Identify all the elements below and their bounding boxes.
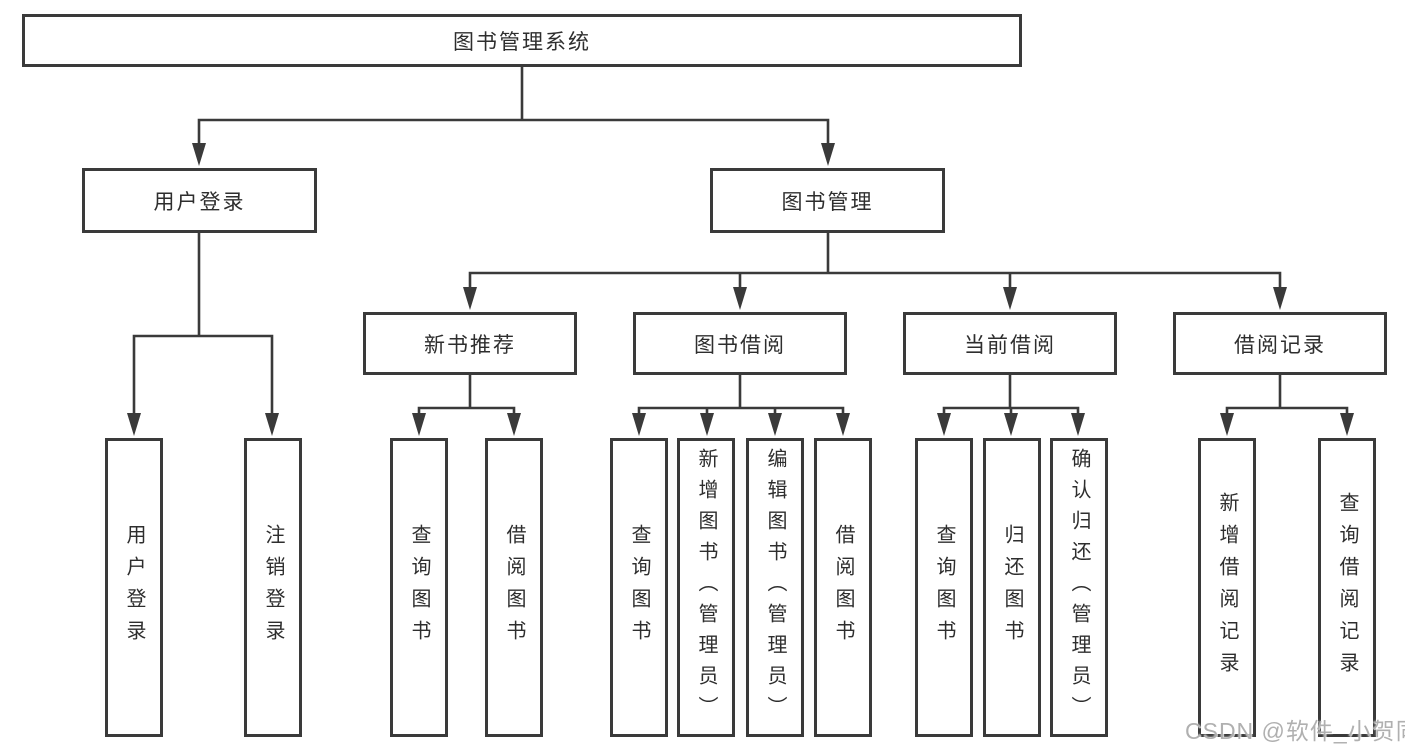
node-label: 用户登录	[153, 190, 246, 214]
node-new-book-recommend: 新书推荐	[363, 312, 577, 375]
node-book-management-system: 图书管理系统	[22, 14, 1022, 67]
leaf-query-borrow-record: 查询借阅记录	[1318, 438, 1376, 737]
leaf-recommend-query-books: 查询图书	[390, 438, 448, 737]
leaf-return-books: 归还图书	[983, 438, 1041, 737]
arrowheads-borrowing-records	[1220, 413, 1354, 436]
leaf-user-login: 用户登录	[105, 438, 163, 737]
arrowheads-level2	[192, 143, 835, 166]
node-book-management: 图书管理	[710, 168, 945, 233]
leaf-borrowing-query-books: 查询图书	[610, 438, 668, 737]
leaf-add-borrow-record: 新增借阅记录	[1198, 438, 1256, 737]
node-label: 当前借阅	[964, 333, 1056, 357]
arrowheads-new-book-recommend	[412, 413, 521, 436]
node-current-borrowing: 当前借阅	[903, 312, 1117, 375]
connector-borrowing-records-to-leaves	[1225, 373, 1349, 417]
leaf-label: 注销登录	[262, 523, 284, 652]
leaf-logout: 注销登录	[244, 438, 302, 737]
leaf-label: 用户登录	[123, 523, 145, 652]
node-label: 图书管理	[781, 190, 874, 214]
node-label: 借阅记录	[1234, 333, 1326, 357]
leaf-label: 编辑图书（管理员）	[764, 448, 786, 727]
leaf-label: 确认归还（管理员）	[1068, 448, 1090, 727]
leaf-label: 借阅图书	[503, 523, 525, 652]
node-label: 新书推荐	[424, 333, 516, 357]
leaf-edit-books-admin: 编辑图书（管理员）	[746, 438, 804, 737]
leaf-label: 借阅图书	[832, 523, 854, 652]
leaf-label: 查询图书	[933, 523, 955, 652]
connector-book-borrowing-to-leaves	[637, 373, 845, 417]
leaf-borrowing-borrow-books: 借阅图书	[814, 438, 872, 737]
connector-user-login-to-leaves	[132, 231, 274, 416]
node-label: 图书管理系统	[453, 30, 591, 54]
connector-root-to-level2	[197, 65, 830, 150]
leaf-label: 查询图书	[628, 523, 650, 652]
arrowheads-current-borrowing	[937, 413, 1085, 436]
leaf-confirm-return-admin: 确认归还（管理员）	[1050, 438, 1108, 737]
node-label: 图书借阅	[694, 333, 786, 357]
arrowheads-book-borrowing	[632, 413, 850, 436]
node-borrowing-records: 借阅记录	[1173, 312, 1387, 375]
leaf-label: 新增借阅记录	[1216, 491, 1238, 684]
connector-current-borrowing-to-leaves	[942, 373, 1080, 417]
leaf-label: 新增图书（管理员）	[695, 448, 717, 727]
connector-book-management-to-level3	[468, 231, 1282, 293]
arrowheads-level3	[463, 287, 1287, 310]
leaf-recommend-borrow-books: 借阅图书	[485, 438, 543, 737]
node-book-borrowing: 图书借阅	[633, 312, 847, 375]
leaf-label: 查询图书	[408, 523, 430, 652]
leaf-add-books-admin: 新增图书（管理员）	[677, 438, 735, 737]
connector-new-book-recommend-to-leaves	[417, 373, 516, 417]
leaf-label: 归还图书	[1001, 523, 1023, 652]
leaf-label: 查询借阅记录	[1336, 491, 1358, 684]
leaf-current-query-books: 查询图书	[915, 438, 973, 737]
arrowheads-user-login-leaves	[127, 413, 279, 436]
node-user-login: 用户登录	[82, 168, 317, 233]
csdn-watermark: CSDN @软件_小贺同学	[1185, 718, 1405, 744]
